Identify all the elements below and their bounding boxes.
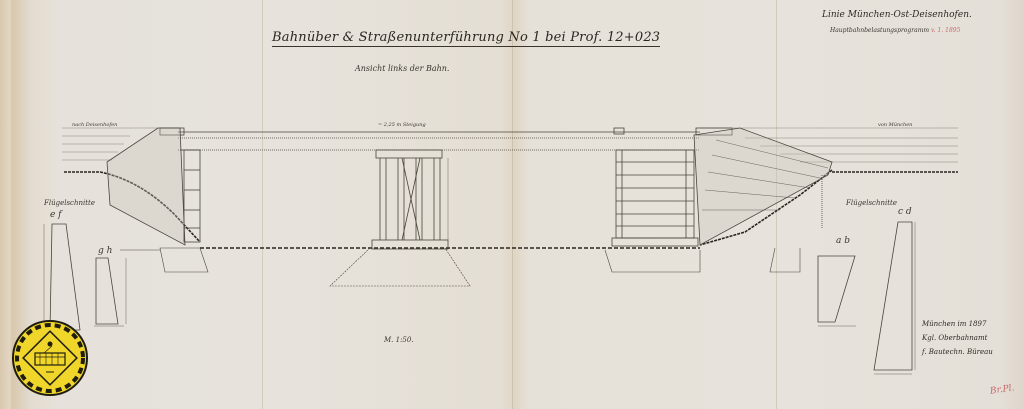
center-pier: [371, 149, 449, 250]
span-label: = 2,25 m Steigung: [378, 122, 426, 128]
right-abutment: [604, 149, 701, 273]
paper-fold: [512, 0, 513, 409]
load-program: Hauptbahnbelastungsprogramm v. 1. 1895: [830, 27, 961, 34]
section-id-ab: a b: [836, 236, 850, 246]
section-id-cd: c d: [898, 207, 912, 217]
left-wing-wall: [106, 127, 201, 246]
drawing-title: Bahnüber & Straßenunterführung No 1 bei …: [272, 30, 661, 47]
paper-fold: [776, 0, 777, 409]
line-name: Linie München-Ost-Deisenhofen.: [822, 10, 972, 20]
tram-emblem-badge: [12, 320, 88, 396]
section-id-gh: g h: [98, 246, 113, 256]
drawing-subtitle: Ansicht links der Bahn.: [355, 64, 450, 73]
tram-emblem-icon: [15, 323, 85, 393]
paper-fold: [262, 0, 263, 409]
left-embankment: [62, 127, 178, 161]
wing-section-cd: [873, 221, 916, 375]
signature-line1: München im 1897: [922, 320, 987, 328]
direction-left: nach Deisenhofen: [72, 122, 118, 128]
wing-section-ef: [43, 223, 81, 331]
wing-section-ab: [817, 255, 856, 327]
signature-line3: f. Bautechn. Büreau: [922, 348, 993, 356]
wing-section-gh: [94, 257, 127, 327]
bridge-deck: [159, 127, 733, 151]
signature-line2: Kgl. Oberbahnamt: [922, 334, 988, 342]
direction-right: von München: [878, 122, 913, 128]
scale-label: M. 1:50.: [384, 336, 414, 344]
wing-section-label-left: Flügelschnitte: [44, 199, 96, 207]
section-id-ef: e f: [50, 210, 62, 220]
wing-section-label-right: Flügelschnitte: [846, 199, 898, 207]
right-wing-wall: [693, 127, 833, 273]
